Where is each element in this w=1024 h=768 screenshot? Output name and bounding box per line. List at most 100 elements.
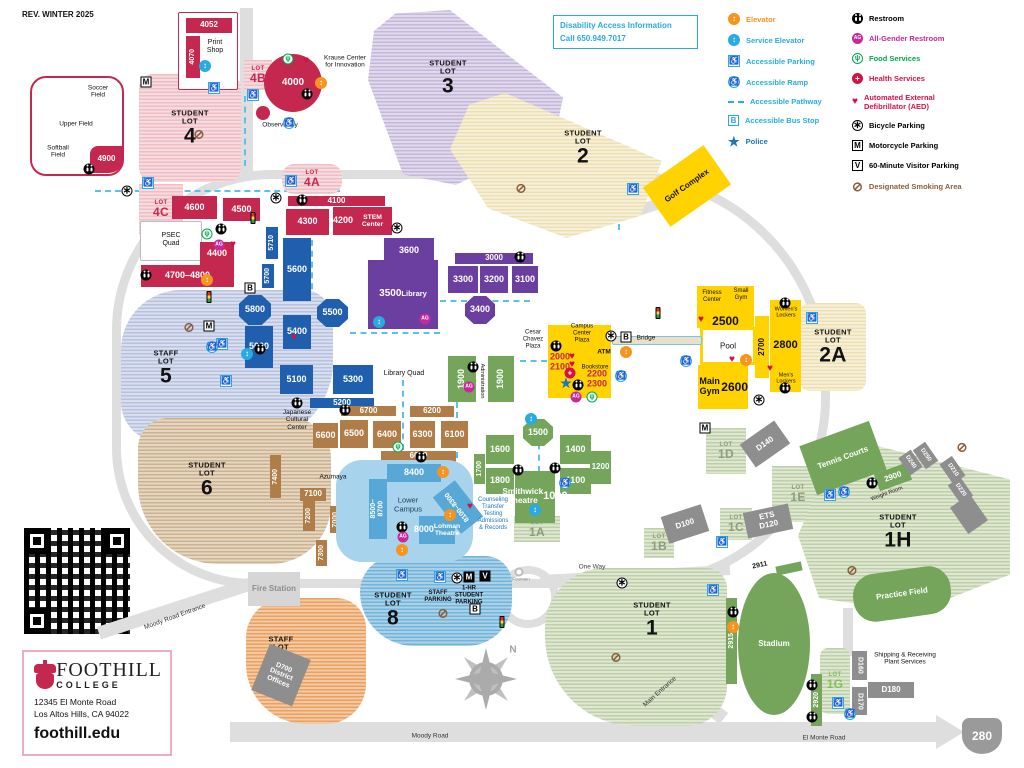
map-label-library-quad: Library Quad: [383, 369, 425, 377]
elevator-icon: ↕: [620, 346, 632, 358]
bus-stop-icon: B: [469, 603, 481, 615]
building-5500: 5500: [317, 299, 348, 327]
building-4052: 4052: [186, 18, 232, 33]
accessible-parking-icon: ♿: [824, 489, 836, 501]
building-6500: 6500: [340, 420, 368, 448]
elevator-icon: ↕: [437, 466, 449, 478]
legend-item-accessible-parking: ♿ Accessible Parking: [728, 55, 846, 67]
accessible-ramp-icon: ♿: [680, 355, 692, 367]
accessible-parking-icon: ♿: [285, 175, 297, 187]
accessible-parking-icon: ♿: [806, 312, 818, 324]
map-label-men-s: Men's Lockers: [776, 372, 795, 385]
map-label-el-monte-road: El Monte Road: [802, 734, 846, 742]
psec-quad: [140, 221, 202, 261]
service-elevator-icon: ↕: [241, 348, 253, 360]
map-label-shipping-receiving: Shipping & Receiving Plant Services: [874, 651, 936, 666]
restroom-icon: [572, 379, 584, 391]
accessible-ramp-icon: ♿: [559, 477, 571, 489]
legend-item-food-services: ψ Food Services: [852, 53, 1017, 64]
restroom-icon: [291, 397, 303, 409]
map-label-counseling: Counseling Transfer Testing Admissions &…: [477, 496, 509, 531]
police-icon: ★: [728, 134, 740, 149]
accessible-ramp-icon: ♿: [615, 370, 627, 382]
compass-north-label: N: [509, 644, 517, 656]
elevator-icon: ↕: [444, 509, 456, 521]
map-label-moody-road: Moody Road: [411, 732, 449, 740]
qr-code: [24, 528, 130, 634]
all-gender-restroom-icon: AG: [213, 239, 225, 251]
traffic-light-icon: [655, 307, 661, 319]
legend-item-designated-smoking-area: ⊘Designated Smoking Area: [852, 180, 1017, 193]
food-services-icon: ψ: [586, 391, 598, 403]
legend-label: Accessible Parking: [746, 56, 815, 66]
map-label-psec: PSEC Quad: [161, 231, 181, 247]
accessible-parking-icon: ♿: [728, 55, 740, 67]
legend-item-police: ★ Police: [728, 135, 846, 148]
map-label-pool: Pool: [719, 341, 737, 351]
restroom-icon: [415, 451, 427, 463]
elevator-icon: ↕: [740, 354, 752, 366]
building-1800: 1800: [486, 468, 514, 494]
restroom-icon: [852, 13, 863, 24]
building-7200: 7200: [303, 501, 315, 531]
accessible-parking-icon: ♿: [247, 89, 259, 101]
smoking-area-icon: ⊘: [515, 180, 527, 196]
food-services-icon: ψ: [852, 53, 863, 64]
accessible-ramp-icon: ♿: [283, 117, 295, 129]
map-label-2200: 2200 2300: [586, 368, 608, 389]
building-d160: D160: [852, 651, 867, 680]
restroom-icon: [549, 462, 561, 474]
map-label-upper-field: Upper Field: [59, 120, 93, 128]
smoking-area-icon: ⊘: [193, 126, 205, 142]
restroom-icon: [215, 223, 227, 235]
restroom-icon: [396, 521, 408, 533]
map-label-observatory: Observatory: [262, 121, 298, 129]
map-label-bookstore: Bookstore: [581, 364, 609, 371]
restroom-icon: [866, 477, 878, 489]
restroom-icon: [254, 343, 266, 355]
compass-rose: N: [455, 648, 517, 710]
map-label-2911: 2911: [751, 560, 769, 571]
aed-icon: ♥: [767, 363, 773, 374]
map-label-cesar: Cesar Chavez Plaza: [522, 329, 544, 350]
bicycle-parking-icon: ∗: [852, 119, 863, 131]
highway-280-badge: 280: [962, 718, 1002, 754]
building-2500: 2500: [697, 286, 754, 328]
observatory-dome: [256, 106, 270, 120]
building-1600: 1600: [486, 435, 514, 464]
building-3100: 3100: [512, 266, 538, 293]
building-6600: 6600: [313, 423, 338, 448]
legend-label: Automated External Defibrillator (AED): [863, 93, 935, 111]
building-3600: 3600: [384, 238, 434, 263]
service-elevator-icon: ↕: [525, 413, 537, 425]
map-label-japanese: Japanese Cultural Center: [282, 408, 312, 431]
legend-label: Accessible Pathway: [750, 97, 822, 106]
foothill-acorn-logo: [34, 660, 56, 690]
bus-stop-icon: B: [244, 282, 256, 294]
accessible-parking-icon: ♿: [396, 569, 408, 581]
food-services-icon: ψ: [282, 53, 294, 65]
map-label-fountain: Fountain: [512, 576, 530, 582]
map-label-small: Small Gym: [733, 288, 749, 301]
disability-info-line1: Disability Access Information: [560, 21, 672, 30]
legend-label: Food Services: [869, 54, 921, 63]
smoking-area-icon: ⊘: [846, 562, 858, 578]
college-website: foothill.edu: [34, 724, 121, 742]
building-3200: 3200: [480, 266, 508, 293]
building-6100: 6100: [441, 421, 468, 448]
legend-label: Accessible Bus Stop: [745, 116, 820, 125]
building-2800: 2800: [770, 300, 801, 392]
building-7100: 7100: [300, 488, 326, 501]
accessible-pathway: [244, 96, 246, 166]
legend-label: Police: [745, 137, 768, 146]
restroom-icon: [296, 194, 308, 206]
legend-item-service-elevator: ↕Service Elevator: [728, 34, 846, 46]
restroom-icon: [140, 269, 152, 281]
